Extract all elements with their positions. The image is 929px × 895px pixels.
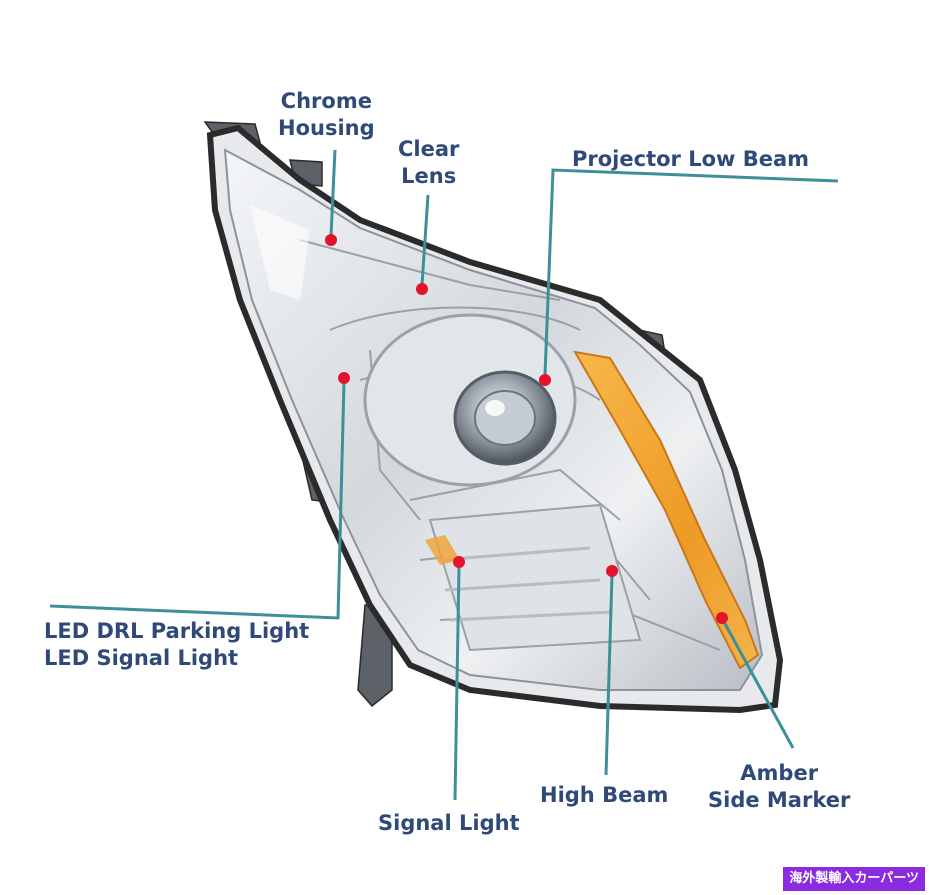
dot-clear-lens (416, 283, 428, 295)
label-clear-lens-line1: Clear (398, 137, 460, 161)
label-high-beam-text: High Beam (540, 783, 669, 807)
label-amber-side-marker: Amber Side Marker (708, 760, 850, 814)
label-clear-lens: Clear Lens (398, 136, 459, 190)
amber-side-marker-lens (573, 350, 760, 670)
label-led-drl-line2: LED Signal Light (44, 646, 239, 670)
dot-led-drl (338, 372, 350, 384)
label-chrome-housing-line2: Housing (278, 116, 375, 140)
clear-lens-highlight (250, 205, 310, 300)
label-led-drl-line1: LED DRL Parking Light (44, 619, 310, 643)
watermark-badge: 海外製輸入カーパーツ (783, 867, 925, 891)
callout-lines (49, 149, 839, 801)
dot-projector-low-beam (539, 374, 551, 386)
label-clear-lens-line2: Lens (401, 164, 457, 188)
label-signal-light: Signal Light (378, 810, 520, 837)
projector-assembly (363, 313, 577, 487)
label-projector-low-beam: Projector Low Beam (572, 146, 809, 173)
label-amber-side-marker-line2: Side Marker (708, 788, 851, 812)
dot-chrome-housing (325, 234, 337, 246)
label-chrome-housing-line1: Chrome (280, 89, 372, 113)
dot-signal-light (453, 556, 465, 568)
dot-amber-side-marker (716, 612, 728, 624)
label-led-drl: LED DRL Parking Light LED Signal Light (44, 618, 309, 672)
marker-dots (325, 234, 728, 624)
label-amber-side-marker-line1: Amber (740, 761, 819, 785)
label-projector-low-beam-text: Projector Low Beam (572, 147, 810, 171)
label-signal-light-text: Signal Light (378, 811, 520, 835)
label-high-beam: High Beam (540, 782, 668, 809)
label-chrome-housing: Chrome Housing (278, 88, 375, 142)
dot-high-beam (606, 565, 618, 577)
lower-lamp-area (425, 503, 642, 652)
